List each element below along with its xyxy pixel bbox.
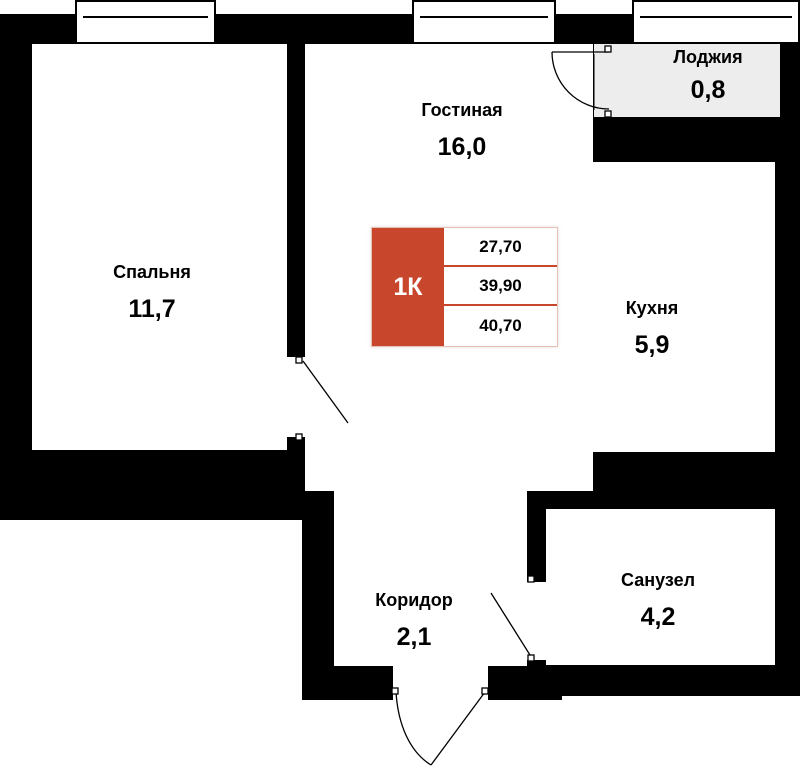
entrance-opening (393, 664, 488, 704)
bedroom-floor (32, 44, 287, 450)
living-window (412, 0, 556, 44)
living-area-value: 27,70 (444, 228, 557, 267)
kitchen-label: Кухня 5,9 (582, 298, 722, 360)
bedroom-window (75, 0, 216, 44)
corridor-area: 2,1 (396, 623, 432, 651)
full-area-value: 40,70 (479, 315, 522, 335)
loggia-window (632, 0, 800, 44)
bedroom-label: Спальня 11,7 (82, 262, 222, 324)
bedroom-door-hinge (295, 356, 303, 364)
bedroom-name: Спальня (113, 262, 191, 282)
living-room-label: Гостиная 16,0 (392, 100, 532, 162)
loggia-door-arc (551, 51, 610, 110)
living-room-area: 16,0 (437, 133, 487, 161)
bathroom-floor (546, 509, 775, 665)
bath-door-floor (525, 582, 547, 660)
apartment-type: 1К (372, 228, 444, 346)
bath-door-leaf (490, 592, 531, 656)
bath-door-jamb (527, 575, 535, 583)
corridor-label: Коридор 2,1 (344, 590, 484, 652)
kitchen-area: 5,9 (634, 331, 670, 359)
bathroom-area: 4,2 (640, 603, 676, 631)
doorway-floor (287, 357, 307, 437)
kitchen-name: Кухня (625, 298, 679, 318)
kitchen-floor (593, 162, 775, 452)
loggia-label: Лоджия 0,8 (638, 47, 778, 105)
living-room-name: Гостиная (421, 100, 503, 120)
loggia-name: Лоджия (673, 47, 743, 67)
corridor-floor (334, 488, 527, 666)
apartment-summary-badge: 1К 27,70 39,90 40,70 (371, 227, 558, 347)
total-area-value: 39,90 (444, 267, 557, 306)
corridor-name: Коридор (375, 590, 453, 610)
entrance-door-arc (395, 691, 432, 766)
bedroom-door-jamb (295, 433, 303, 441)
entrance-door-leaf (430, 691, 486, 766)
bedroom-area: 11,7 (128, 295, 176, 323)
loggia-area: 0,8 (690, 76, 726, 104)
bathroom-label: Санузел 4,2 (588, 570, 728, 632)
loggia-floor (594, 44, 780, 117)
bathroom-name: Санузел (620, 570, 696, 590)
bedroom-door-leaf (302, 360, 349, 424)
